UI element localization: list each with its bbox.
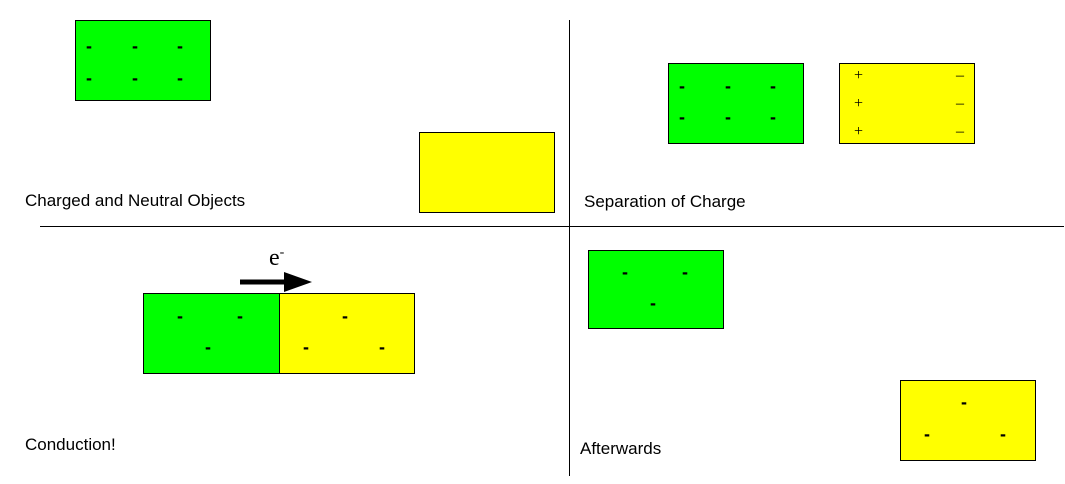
- negative-charge: -: [342, 306, 348, 326]
- negative-charge: -: [1000, 424, 1006, 444]
- positive-charge: +: [854, 123, 864, 140]
- negative-charge: –: [956, 67, 964, 84]
- caption-afterwards: Afterwards: [580, 439, 662, 458]
- negative-charge: -: [86, 36, 92, 56]
- positive-charge: +: [854, 95, 864, 112]
- neutral-object: [419, 132, 555, 213]
- negative-charge: -: [679, 107, 685, 127]
- negative-charge: -: [132, 68, 138, 88]
- negative-charge: -: [303, 337, 309, 357]
- negative-charge: -: [177, 36, 183, 56]
- charged-object: - - -: [588, 250, 724, 329]
- charged-object: - - -: [143, 293, 280, 374]
- negative-charge: -: [205, 337, 211, 357]
- negative-charge: -: [177, 306, 183, 326]
- caption-separation: Separation of Charge: [584, 192, 746, 211]
- caption-charged-neutral: Charged and Neutral Objects: [25, 191, 246, 210]
- horizontal-divider: [40, 226, 1064, 227]
- arrow-right-icon: [240, 272, 312, 292]
- negative-charge: -: [924, 424, 930, 444]
- negative-charge: –: [956, 95, 964, 112]
- neutral-object: - - -: [900, 380, 1036, 461]
- negative-charge: -: [650, 293, 656, 313]
- negative-charge: -: [86, 68, 92, 88]
- negative-charge: -: [770, 76, 776, 96]
- negative-charge: -: [725, 76, 731, 96]
- vertical-divider: [569, 20, 570, 476]
- charged-object: - - - - - -: [75, 20, 211, 101]
- negative-charge: -: [177, 68, 183, 88]
- negative-charge: -: [725, 107, 731, 127]
- polarized-object: + + + – – –: [839, 63, 975, 144]
- negative-charge: -: [961, 392, 967, 412]
- charged-object: - - - - - -: [668, 63, 804, 144]
- negative-charge: -: [679, 76, 685, 96]
- neutral-object: - - -: [279, 293, 415, 374]
- electron-label: e-: [269, 245, 285, 271]
- negative-charge: -: [132, 36, 138, 56]
- negative-charge: –: [956, 123, 964, 140]
- negative-charge: -: [379, 337, 385, 357]
- positive-charge: +: [854, 67, 864, 84]
- negative-charge: -: [237, 306, 243, 326]
- negative-charge: -: [770, 107, 776, 127]
- caption-conduction: Conduction!: [25, 435, 116, 454]
- negative-charge: -: [682, 262, 688, 282]
- negative-charge: -: [622, 262, 628, 282]
